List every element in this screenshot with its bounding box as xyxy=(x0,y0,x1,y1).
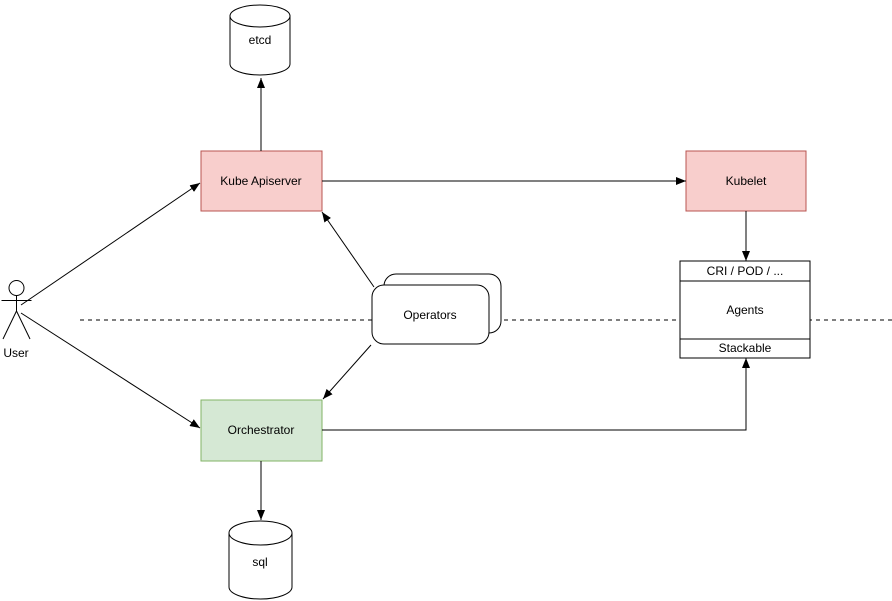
edge-operators-to-kube-apiserver xyxy=(321,211,375,288)
orchestrator-label: Orchestrator xyxy=(228,423,295,437)
user-actor-right-leg xyxy=(16,310,31,340)
sql-cylinder-shape xyxy=(228,520,293,600)
etcd-cylinder-shape xyxy=(229,4,291,76)
stackable-label: Stackable xyxy=(719,341,772,355)
sql-cylinder-top-arc xyxy=(228,532,293,546)
node-user-actor[interactable]: User xyxy=(1,280,32,361)
node-sql[interactable]: sql xyxy=(228,520,293,600)
edge-operators-to-orchestrator xyxy=(322,344,372,400)
user-actor-left-leg xyxy=(2,310,17,340)
user-actor-head xyxy=(8,280,25,296)
agent-stack-outline xyxy=(679,260,811,359)
agents-label: Agents xyxy=(726,303,763,317)
kubelet-label: Kubelet xyxy=(726,174,767,188)
node-kube-apiserver[interactable]: Kube Apiserver xyxy=(200,150,323,212)
user-actor-figure xyxy=(1,280,32,340)
etcd-cylinder-top-arc xyxy=(229,15,291,28)
kube-apiserver-label: Kube Apiserver xyxy=(220,174,301,188)
user-label: User xyxy=(3,346,28,360)
node-operators[interactable]: Operators xyxy=(371,273,502,345)
kube-apiserver-box xyxy=(200,150,323,212)
node-agent-stack[interactable]: CRI / POD / ... Agents Stackable xyxy=(679,260,811,359)
node-kubelet[interactable]: Kubelet xyxy=(685,150,807,212)
cri-pod-label: CRI / POD / ... xyxy=(707,264,784,278)
edge-user-to-orchestrator xyxy=(20,312,201,429)
etcd-label: etcd xyxy=(249,33,272,47)
node-orchestrator[interactable]: Orchestrator xyxy=(200,399,323,462)
operators-label: Operators xyxy=(403,308,456,322)
node-etcd[interactable]: etcd xyxy=(229,4,291,76)
edge-user-to-kube-apiserver xyxy=(20,182,201,306)
sql-label: sql xyxy=(252,555,267,569)
edge-orchestrator-to-agent-stack xyxy=(322,358,750,431)
operators-front-card xyxy=(371,284,490,345)
